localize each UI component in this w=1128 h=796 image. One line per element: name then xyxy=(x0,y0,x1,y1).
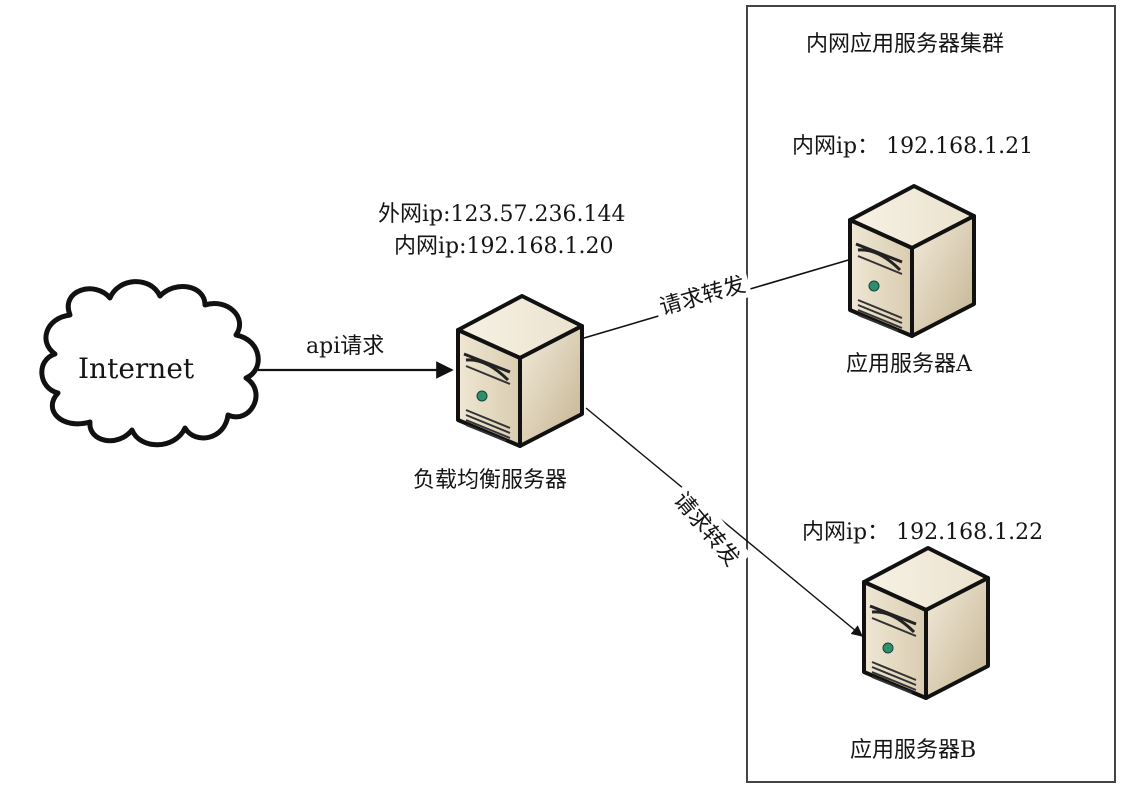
server-b-ip: 内网ip： 192.168.1.22 xyxy=(802,520,1044,545)
load-balancer-server-icon xyxy=(456,294,584,448)
server-b-icon xyxy=(862,546,990,700)
lb-label: 负载均衡服务器 xyxy=(413,468,568,493)
cloud-icon xyxy=(39,279,261,448)
internet-label: Internet xyxy=(78,352,195,385)
cluster-title: 内网应用服务器集群 xyxy=(806,32,1005,57)
server-a-icon xyxy=(848,184,976,338)
lb-public-ip: 外网ip:123.57.236.144 xyxy=(378,202,626,227)
server-b-label: 应用服务器B xyxy=(850,738,977,763)
server-a-ip: 内网ip： 192.168.1.21 xyxy=(792,134,1034,159)
cluster-container xyxy=(746,5,1116,783)
lb-private-ip: 内网ip:192.168.1.20 xyxy=(394,234,614,259)
api-request-label: api请求 xyxy=(306,334,385,359)
server-a-label: 应用服务器A xyxy=(846,352,972,377)
